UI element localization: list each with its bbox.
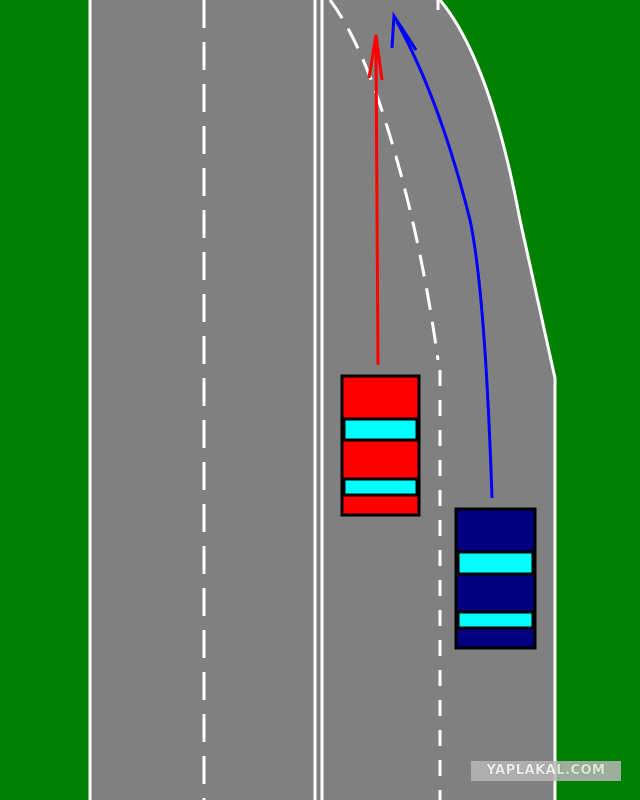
- watermark-logo: YAPLAKAL.COM: [471, 761, 621, 781]
- blue-car: [454, 507, 537, 650]
- blue-car-path-arrow: [390, 11, 494, 499]
- merge-lane-dashed-curve: [328, 0, 440, 361]
- blue-arrowhead-icon: [390, 11, 418, 51]
- red-car: [340, 374, 421, 517]
- red-car-path-arrow: [367, 34, 384, 366]
- red-arrowhead-icon: [367, 34, 384, 81]
- blue-arrow-shaft: [395, 21, 494, 499]
- red-car-windshield: [342, 417, 419, 442]
- blue-car-windshield: [456, 550, 535, 576]
- right-edge-line: [438, 0, 557, 800]
- red-arrow-shaft: [374, 44, 380, 366]
- red-car-rear-window: [342, 477, 419, 497]
- blue-car-rear-window: [456, 610, 535, 630]
- main-carriageway: [90, 0, 322, 800]
